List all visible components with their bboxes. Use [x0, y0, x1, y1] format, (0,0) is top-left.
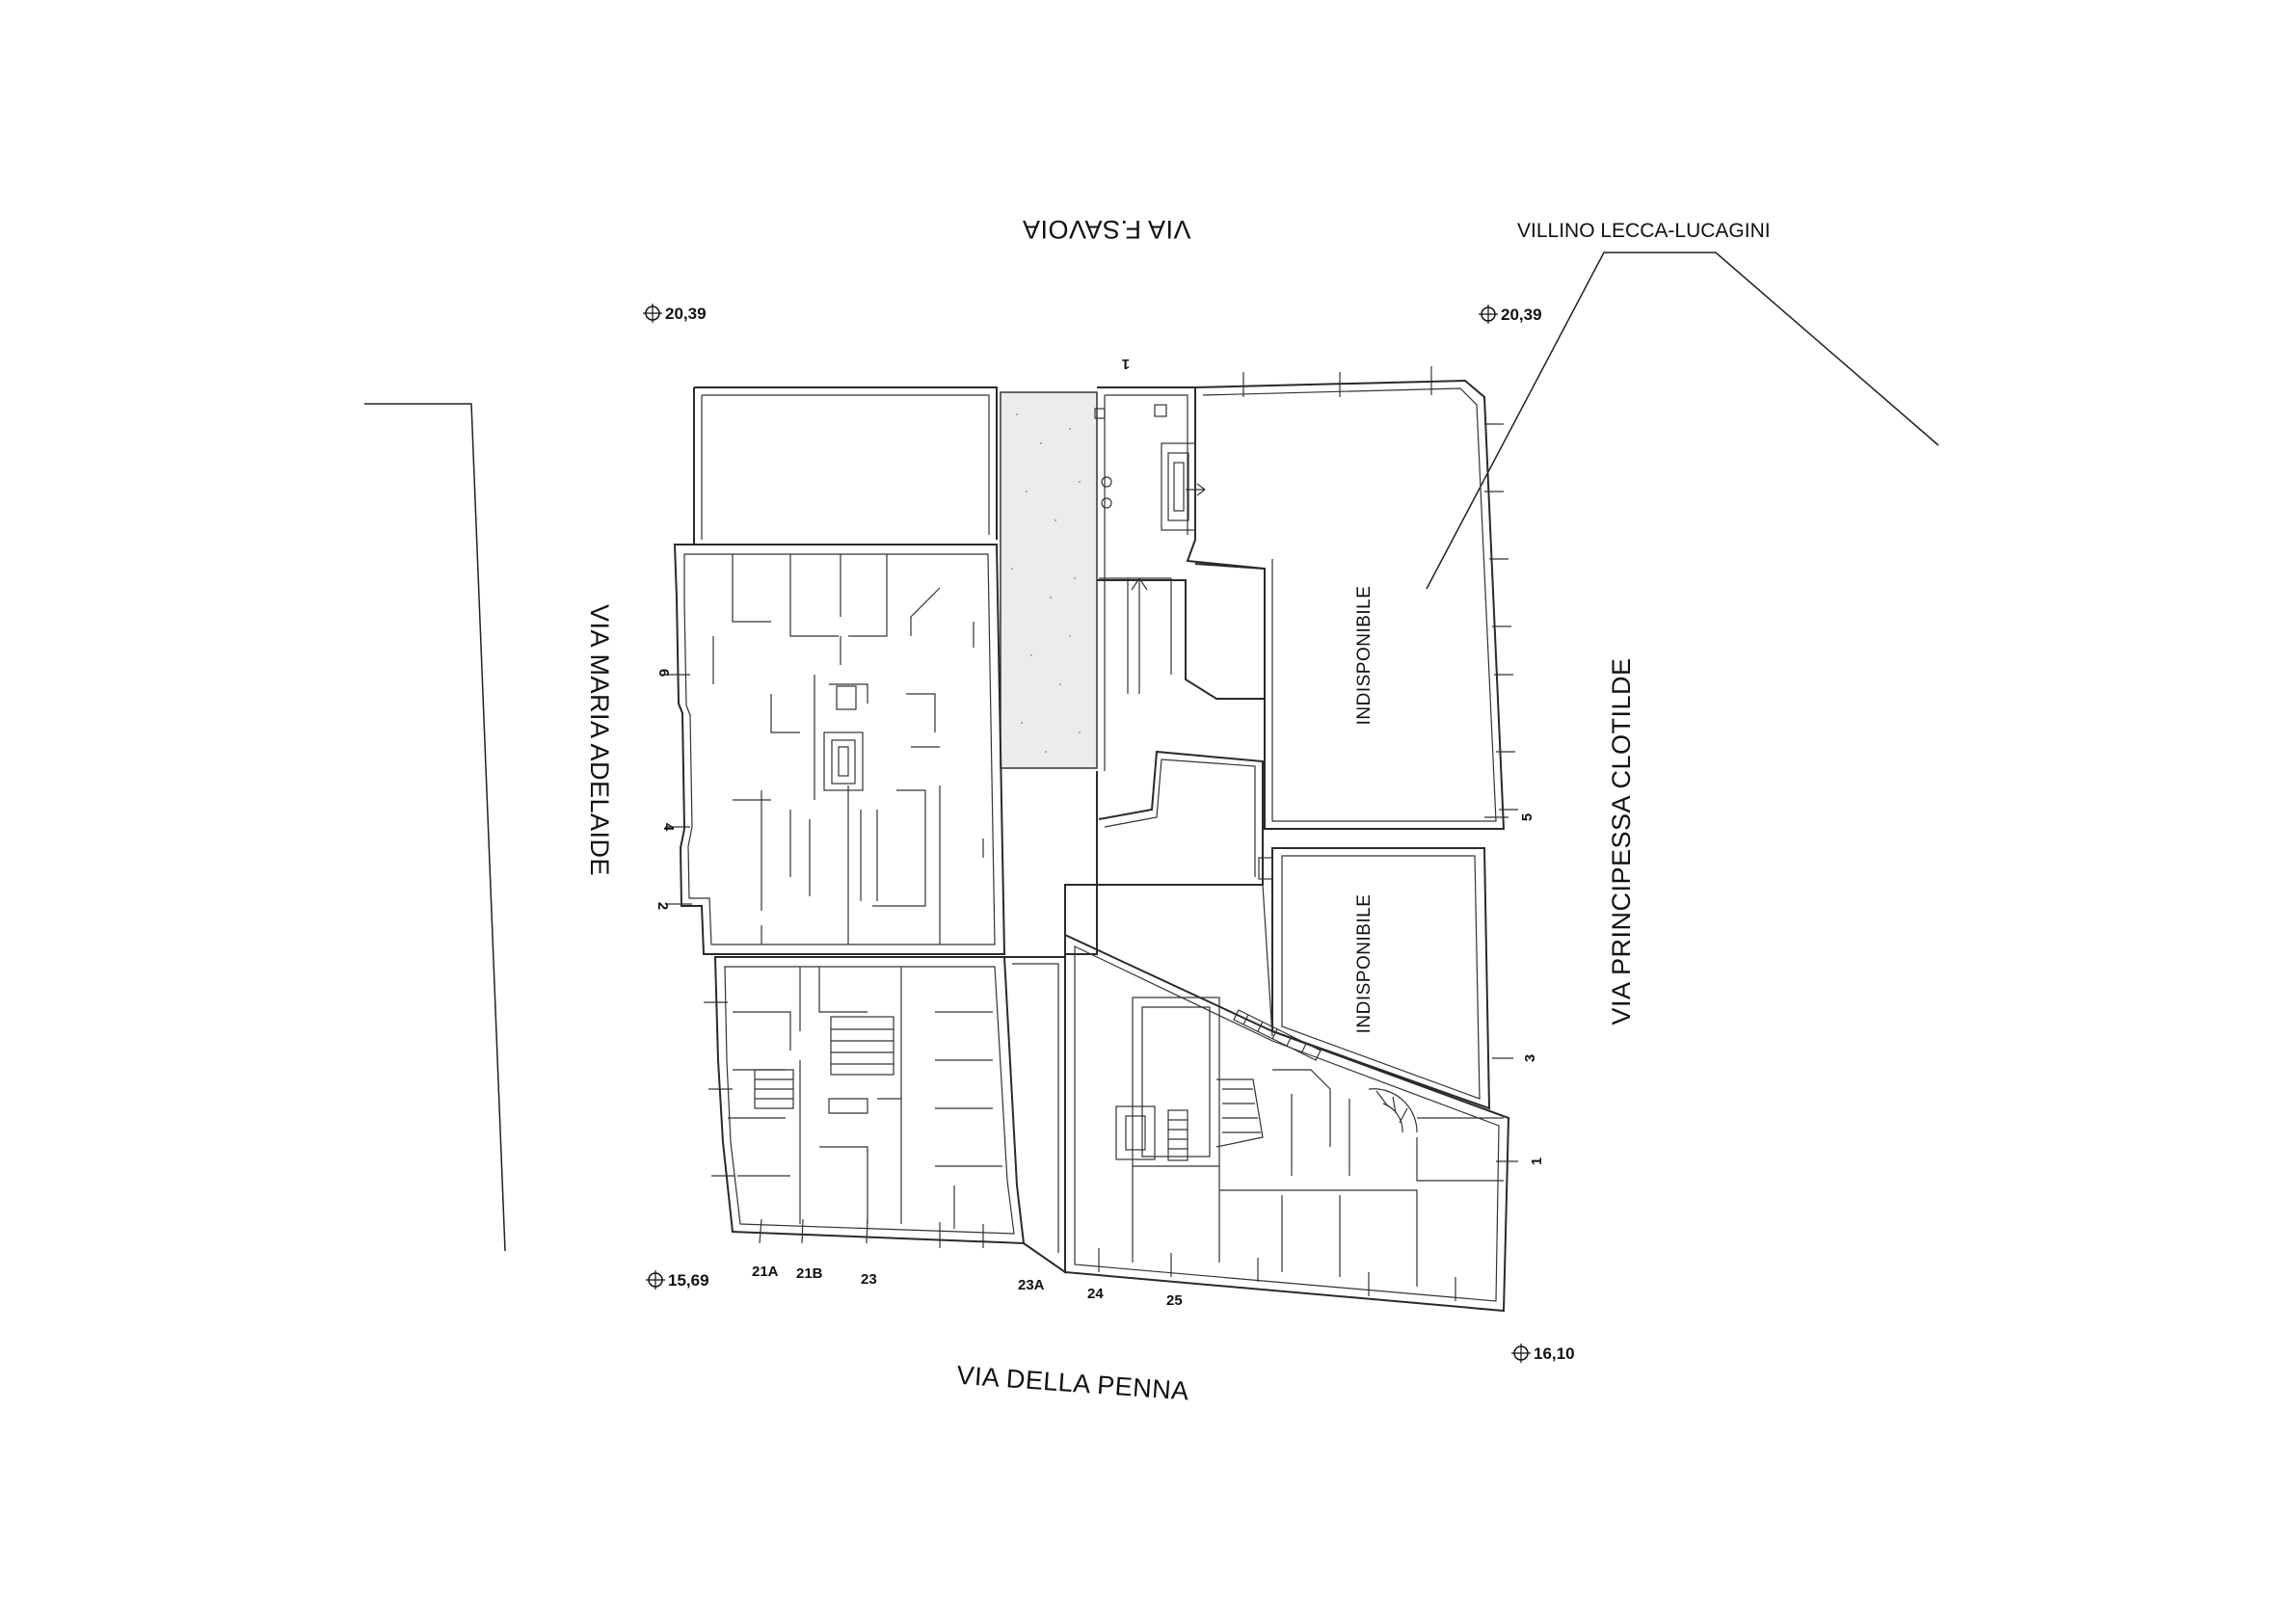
east-upper-ticks — [1242, 366, 1518, 811]
nw-block — [693, 386, 998, 545]
entrance-west-2: 2 — [654, 902, 671, 910]
elevation-marker-se — [1511, 1344, 1531, 1363]
entrance-west-6: 6 — [655, 669, 672, 677]
mid-divider — [1262, 884, 1273, 1037]
entrance-south-24: 24 — [1087, 1286, 1104, 1302]
column-2 — [1101, 497, 1112, 509]
lobby-inner — [1104, 758, 1256, 877]
elevation-ne: 20,39 — [1501, 306, 1542, 324]
elevation-marker-ne — [1479, 305, 1498, 324]
room-unavailable-1: INDISPONIBILE — [1354, 586, 1375, 726]
entrance-west-4: 4 — [660, 823, 677, 832]
west-block — [673, 544, 1006, 955]
curved-stair — [1215, 1078, 1264, 1148]
elevation-nw: 20,39 — [665, 305, 707, 323]
sw-block-inner — [724, 966, 1015, 1235]
spiral-stair — [1368, 1088, 1418, 1133]
street-edge-west — [364, 403, 506, 1252]
column-1 — [1101, 476, 1112, 488]
elevation-se: 16,10 — [1534, 1344, 1575, 1363]
courtyard-stipple — [1011, 413, 1081, 753]
west-block-inner — [683, 553, 996, 945]
lobby — [1064, 750, 1264, 955]
sw-block-rooms — [728, 967, 1002, 1229]
street-west: VIA MARIA ADELAIDE — [585, 604, 614, 876]
stair-arrow — [1186, 483, 1206, 496]
entrance-south-21b: 21B — [796, 1265, 823, 1282]
central-stair — [1099, 404, 1196, 694]
west-ticks — [665, 674, 734, 1177]
central-inner — [1104, 394, 1188, 771]
entrance-east-1: 1 — [1529, 1157, 1545, 1165]
entrance-south-25: 25 — [1166, 1292, 1183, 1309]
elevation-sw: 15,69 — [668, 1271, 709, 1290]
corridor-arrow — [1131, 577, 1148, 694]
entrance-south-23: 23 — [861, 1271, 877, 1288]
west-block-rooms — [712, 554, 984, 945]
street-east: VIA PRINCIPESSA CLOTILDE — [1607, 657, 1636, 1024]
elevation-marker-sw — [646, 1270, 665, 1290]
central-block — [1097, 386, 1266, 700]
east-block-upper-inner — [1202, 387, 1497, 822]
diagonal-stair — [1233, 1009, 1322, 1061]
entrance-north-1: 1 — [1122, 356, 1130, 372]
lower-mid-rooms — [1132, 997, 1504, 1287]
east-block-upper — [1194, 379, 1506, 830]
diagonal-inner — [1074, 945, 1500, 1302]
diagonal-zone — [1064, 934, 1510, 1313]
entrance-south-23a: 23A — [1018, 1277, 1045, 1293]
street-south: VIA DELLA PENNA — [956, 1361, 1190, 1406]
sw-block — [713, 956, 1026, 1245]
elevation-marker-nw — [643, 304, 662, 323]
small-shaft — [1258, 857, 1273, 880]
east-block-lower — [1271, 847, 1491, 1110]
room-unavailable-2: INDISPONIBILE — [1354, 894, 1375, 1034]
lower-stair-left — [1115, 1105, 1188, 1161]
villino-label: VILLINO LECCA-LUCAGINI — [1517, 220, 1771, 242]
west-block-stair — [823, 685, 864, 791]
east-block-lower-inner — [1281, 855, 1481, 1100]
east-arrows — [1484, 816, 1518, 1162]
sw-stair — [754, 1016, 894, 1109]
street-north: VIA F.SAVOIA — [1022, 215, 1190, 244]
entrance-south-21a: 21A — [752, 1264, 779, 1280]
south-ticks — [759, 1218, 1456, 1301]
entrance-east-5: 5 — [1519, 813, 1535, 821]
nw-block-inner — [701, 394, 990, 540]
middle-strip — [1004, 956, 1066, 1274]
villino-leader — [1426, 252, 1939, 590]
courtyard — [1000, 391, 1098, 769]
entrance-east-3: 3 — [1522, 1054, 1538, 1062]
middle-strip-inner — [1012, 963, 1059, 1253]
